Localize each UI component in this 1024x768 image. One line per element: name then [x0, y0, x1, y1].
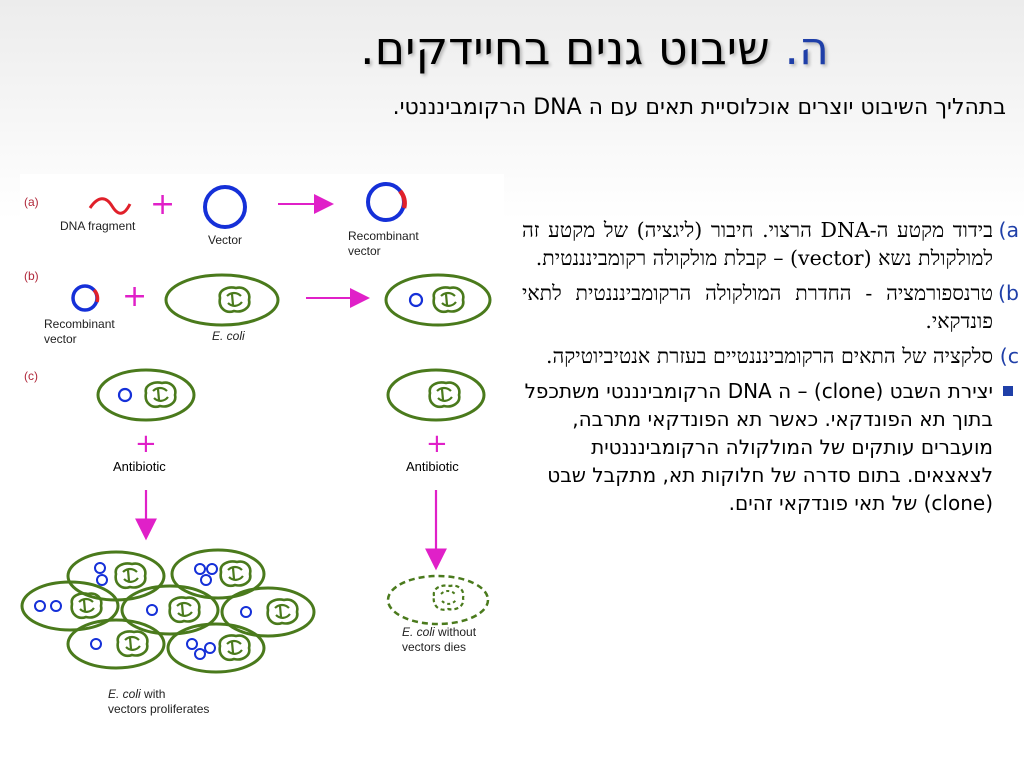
dies-label-2: vectors dies: [402, 640, 466, 654]
nucleus-c2-icon: [428, 381, 461, 409]
panel-b-label: (b): [24, 269, 39, 283]
inserted-dna-small-icon: [92, 288, 100, 303]
proliferates-with: with: [141, 687, 166, 701]
inserted-dna-icon: [398, 189, 407, 209]
step-c-marker: c): [999, 344, 1019, 368]
recombinant-vector-label-2: vector: [348, 244, 381, 258]
antibiotic-label-2: Antibiotic: [406, 459, 459, 474]
dying-cell-icon: [386, 574, 490, 626]
vector-label: Vector: [208, 233, 242, 247]
panel-a-label: (a): [24, 195, 39, 209]
title-letter: ה.: [784, 21, 829, 75]
proliferating-colony: [20, 548, 316, 674]
cloning-diagram-svg: (a) DNA fragment + Vector Recombinant ve…: [20, 182, 492, 716]
dies-ecoli: E. coli: [402, 625, 435, 639]
step-c-text: סלקציה של התאים הרקומבינננטיים בעזרת אנט…: [545, 344, 993, 368]
plus-sign-c1: +: [135, 429, 157, 459]
step-clone: יצירת השבט (clone) – ה DNA הרקומבינננטי …: [522, 377, 1019, 517]
plasmid-c-icon: [117, 387, 133, 403]
cell-without-vector-icon: [386, 368, 486, 422]
step-b: b) טרנספורמציה - החדרת המולקולה הרקומבינ…: [522, 279, 1019, 335]
step-a-text: בידוד מקטע ה-DNA הרצוי. חיבור (ליגציה) ש…: [522, 218, 994, 270]
slide-title: ה. שיבוט גנים בחיידקים.: [360, 22, 829, 75]
panel-c-label: (c): [24, 369, 38, 383]
dna-fragment-icon: [88, 197, 132, 215]
proliferates-label-2: vectors proliferates: [108, 702, 209, 716]
step-c: c) סלקציה של התאים הרקומבינננטיים בעזרת …: [522, 342, 1019, 370]
title-text: שיבוט גנים בחיידקים.: [360, 21, 770, 75]
dna-fragment-label: DNA fragment: [60, 219, 136, 233]
nucleus-c-icon: [144, 381, 177, 409]
step-b-text: טרנספורמציה - החדרת המולקולה הרקומבינננט…: [522, 281, 993, 333]
slide-subtitle: בתהליך השיבוט יוצרים אוכלוסיית תאים עם ה…: [392, 95, 1006, 120]
plus-sign-a: +: [150, 187, 175, 222]
proliferates-label-1: E. coli with: [108, 687, 165, 701]
steps-list: a) בידוד מקטע ה-DNA הרצוי. חיבור (ליגציה…: [522, 216, 1019, 524]
cloning-diagram: (a) DNA fragment + Vector Recombinant ve…: [20, 174, 504, 768]
recombinant-vector-small-icon: [71, 284, 99, 312]
proliferates-ecoli: E. coli: [108, 687, 141, 701]
plasmid-in-cell-icon: [408, 292, 424, 308]
dying-nucleus-icon: [432, 584, 465, 611]
recombinant-vector-label-b2: vector: [44, 332, 77, 346]
vector-plasmid-icon: [203, 185, 247, 229]
recombinant-vector-icon: [366, 182, 406, 222]
transformed-cell-icon: [384, 273, 492, 327]
plus-sign-c2: +: [426, 429, 448, 459]
ecoli-cell-icon: [164, 273, 280, 327]
bullet-square-icon: [1003, 386, 1013, 396]
recombinant-vector-label-1: Recombinant: [348, 229, 419, 243]
antibiotic-label-1: Antibiotic: [113, 459, 166, 474]
cell-with-vector-icon: [96, 368, 196, 422]
step-a-marker: a): [998, 218, 1019, 242]
ecoli-label: E. coli: [212, 329, 245, 343]
plus-sign-b: +: [122, 279, 147, 314]
dies-label-1: E. coli without: [402, 625, 477, 639]
recombinant-vector-label-b1: Recombinant: [44, 317, 115, 331]
transformed-nucleus-icon: [432, 286, 465, 314]
step-b-marker: b): [997, 281, 1019, 305]
step-clone-text: יצירת השבט (clone) – ה DNA הרקומבינננטי …: [524, 379, 993, 515]
step-a: a) בידוד מקטע ה-DNA הרצוי. חיבור (ליגציה…: [522, 216, 1019, 272]
dies-without: without: [435, 625, 477, 639]
ecoli-nucleus-icon: [218, 286, 251, 314]
